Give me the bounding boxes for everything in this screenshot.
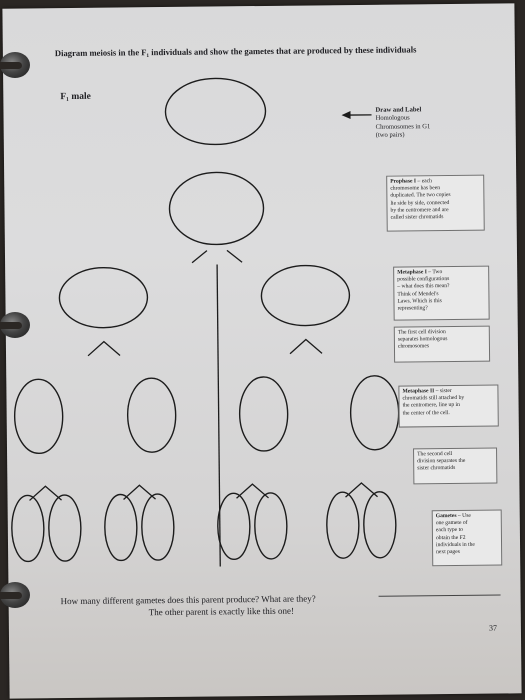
- branch-gametes-3: [236, 483, 269, 499]
- branch-gametes-4: [345, 482, 378, 498]
- cell-gamete-7: [326, 491, 360, 559]
- first-division-box: The first cell division separates homolo…: [393, 325, 491, 363]
- metaphase2-line-1: – sister: [434, 388, 452, 395]
- cell-metaphase2-2: [126, 377, 177, 453]
- binder-ring-icon: [0, 52, 30, 78]
- cell-metaphase1-right: [260, 264, 351, 327]
- cell-metaphase1-left: [58, 266, 149, 329]
- second-division-box: The second cell division separates the s…: [413, 447, 498, 485]
- branch-gametes-1: [29, 485, 62, 501]
- label-arrow-head: [341, 111, 351, 120]
- draw-label-annotation: Draw and Label Homologous Chromosomes in…: [375, 106, 430, 140]
- cell-gamete-5: [217, 492, 251, 561]
- metaphase1-line-6: representing?: [397, 305, 428, 312]
- worksheet-page: Diagram meiosis in the F₁ individuals an…: [2, 3, 522, 699]
- metaphase2-heading: Metaphase II: [402, 388, 435, 395]
- cell-metaphase2-3: [238, 376, 289, 452]
- prophase-line-6: called sister chromatids: [390, 214, 444, 221]
- cell-gamete-4: [141, 493, 175, 561]
- draw-label-line-2: Chromosomes in G1: [375, 123, 431, 131]
- binder-ring-icon: [0, 582, 30, 608]
- meiosis-diagram: [11, 77, 400, 567]
- metaphase2-box: Metaphase II – sister chromatids still a…: [398, 384, 499, 428]
- cell-gamete-8: [363, 491, 397, 559]
- gametes-line-1: – Use: [456, 512, 471, 519]
- cell-gamete-3: [104, 493, 138, 562]
- center-divider: [216, 264, 221, 567]
- question-line-2: The other parent is exactly like this on…: [148, 605, 294, 618]
- gametes-line-6: next pages: [436, 548, 460, 556]
- cell-gamete-2: [48, 494, 82, 562]
- metaphase1-line-1: – Two: [426, 269, 443, 276]
- cell-metaphase2-1: [13, 378, 64, 455]
- branch-right: [289, 338, 323, 355]
- cell-gamete-1: [11, 494, 45, 563]
- cell-gamete-6: [254, 492, 288, 560]
- gametes-box: Gametes – Use one gamete of each type to…: [431, 509, 503, 567]
- page-number: 37: [488, 623, 497, 633]
- split-arrow-right: [226, 249, 243, 263]
- prophase-heading: Prophase I: [390, 178, 417, 185]
- cell-metaphase2-4: [349, 375, 400, 451]
- metaphase1-box: Metaphase I – Two possible configuration…: [393, 265, 490, 321]
- binder-ring-icon: [0, 312, 30, 338]
- first-division-line-3: chromosomes: [397, 343, 430, 350]
- cell-g1: [164, 77, 267, 146]
- draw-label-line-3: (two pairs): [375, 131, 405, 140]
- gametes-heading: Gametes: [435, 512, 457, 520]
- branch-left: [87, 340, 121, 357]
- split-arrow-left: [191, 250, 208, 264]
- branch-gametes-2: [123, 484, 156, 500]
- prophase-line-1: – each: [416, 178, 432, 185]
- second-division-line-3: sister chromatids: [417, 465, 456, 472]
- metaphase2-line-4: the center of the cell.: [402, 409, 450, 417]
- prophase-box: Prophase I – each chromosome has been du…: [386, 174, 485, 232]
- cell-prophase: [168, 171, 265, 246]
- metaphase1-heading: Metaphase I: [397, 269, 427, 276]
